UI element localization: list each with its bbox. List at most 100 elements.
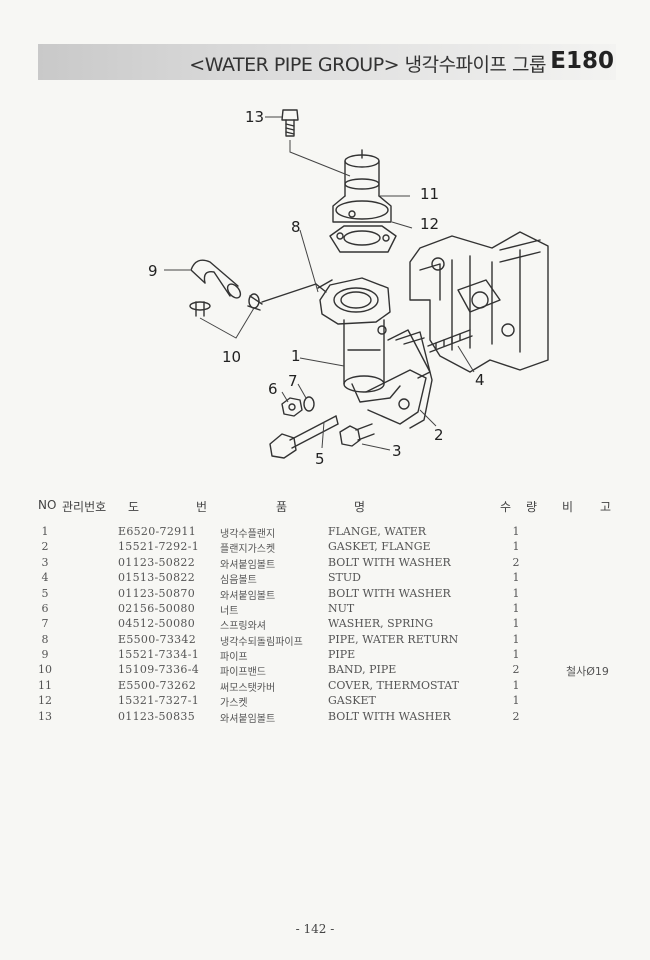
bolt-13-drawing — [281, 109, 299, 137]
row-english-name: BOLT WITH WASHER — [328, 587, 451, 600]
callout-8: 8 — [291, 218, 301, 236]
row-qty: 1 — [512, 648, 520, 661]
row-part-no: 01123-50870 — [118, 587, 196, 600]
thermostat-cover-drawing — [332, 149, 392, 223]
pipe-band-drawing — [189, 293, 263, 317]
row-qty: 1 — [512, 633, 520, 646]
row-english-name: BOLT WITH WASHER — [328, 710, 451, 723]
row-english-name: PIPE — [328, 648, 356, 661]
callout-9: 9 — [148, 262, 158, 280]
col-header-rem-2: 고 — [600, 500, 612, 514]
row-no: 12 — [38, 694, 52, 707]
callout-1: 1 — [291, 347, 301, 365]
row-no: 5 — [41, 587, 49, 600]
row-english-name: FLANGE, WATER — [328, 525, 427, 538]
nut-washer-drawing — [281, 396, 315, 417]
table-row: 1 E6520-72911 냉각수플랜지 FLANGE, WATER 1 — [0, 525, 650, 540]
section-code: E180 — [550, 48, 614, 74]
row-korean-name: 너트 — [220, 606, 239, 617]
table-row: 10 15109-7336-4 파이프밴드 BAND, PIPE 2 철사Ø19 — [0, 663, 650, 678]
row-qty: 2 — [512, 710, 520, 723]
table-row: 11 E5500-73262 써모스탯카버 COVER, THERMOSTAT … — [0, 679, 650, 694]
col-header-kr-1: 도 — [128, 500, 140, 514]
callout-3: 3 — [392, 442, 402, 460]
table-row: 8 E5500-73342 냉각수되돌림파이프 PIPE, WATER RETU… — [0, 633, 650, 648]
row-english-name: BOLT WITH WASHER — [328, 556, 451, 569]
col-header-no: NO — [38, 498, 57, 512]
row-qty: 1 — [512, 694, 520, 707]
row-part-no: E6520-72911 — [118, 525, 197, 538]
callout-7: 7 — [288, 372, 298, 390]
row-part-no: 15521-7334-1 — [118, 648, 200, 661]
row-korean-name: 파이프 — [220, 652, 248, 663]
row-part-no: 01513-50822 — [118, 571, 196, 584]
row-part-no: 15521-7292-1 — [118, 540, 200, 553]
row-part-no: 01123-50822 — [118, 556, 196, 569]
row-korean-name: 가스켓 — [220, 698, 248, 709]
header-band — [38, 44, 616, 80]
row-english-name: GASKET — [328, 694, 376, 707]
row-part-no: 15109-7336-4 — [118, 663, 200, 676]
flange-gasket-drawing — [395, 331, 433, 429]
row-english-name: STUD — [328, 571, 361, 584]
callout-11: 11 — [420, 185, 439, 203]
table-row: 9 15521-7334-1 파이프 PIPE 1 — [0, 648, 650, 663]
col-header-kr-2: 번 — [196, 500, 208, 514]
row-no: 8 — [41, 633, 49, 646]
col-header-name-2: 명 — [354, 500, 366, 514]
row-qty: 1 — [512, 602, 520, 615]
row-no: 7 — [41, 617, 49, 630]
col-header-qty-2: 량 — [526, 500, 538, 514]
row-no: 11 — [38, 679, 52, 692]
page-number: - 142 - — [295, 922, 335, 936]
callout-10: 10 — [222, 348, 241, 366]
row-korean-name: 스프링와셔 — [220, 621, 266, 632]
row-english-name: GASKET, FLANGE — [328, 540, 431, 553]
engine-block-drawing — [409, 231, 549, 373]
table-row: 7 04512-50080 스프링와셔 WASHER, SPRING 1 — [0, 617, 650, 632]
table-row: 13 01123-50835 와셔붙임볼트 BOLT WITH WASHER 2 — [0, 710, 650, 725]
table-row: 5 01123-50870 와셔붙임볼트 BOLT WITH WASHER 1 — [0, 587, 650, 602]
row-no: 6 — [41, 602, 49, 615]
row-part-no: 04512-50080 — [118, 617, 196, 630]
col-header-part-no: 관리번호 — [62, 500, 107, 514]
table-row: 2 15521-7292-1 플랜지가스켓 GASKET, FLANGE 1 — [0, 540, 650, 555]
callout-6: 6 — [268, 380, 278, 398]
row-part-no: 15321-7327-1 — [118, 694, 200, 707]
water-return-pipe-drawing — [261, 279, 333, 303]
row-qty: 2 — [512, 556, 520, 569]
row-part-no: 02156-50080 — [118, 602, 196, 615]
row-korean-name: 와셔붙임볼트 — [220, 591, 276, 602]
row-qty: 1 — [512, 617, 520, 630]
row-no: 13 — [38, 710, 52, 723]
row-english-name: PIPE, WATER RETURN — [328, 633, 459, 646]
callout-13: 13 — [245, 108, 264, 126]
row-korean-name: 써모스탯카버 — [220, 683, 276, 694]
table-row: 4 01513-50822 심음볼트 STUD 1 — [0, 571, 650, 586]
row-korean-name: 플랜지가스켓 — [220, 544, 276, 555]
row-english-name: WASHER, SPRING — [328, 617, 434, 630]
row-no: 1 — [41, 525, 49, 538]
table-row: 6 02156-50080 너트 NUT 1 — [0, 602, 650, 617]
bolt-5-drawing — [269, 415, 339, 459]
stud-drawing — [427, 329, 473, 353]
row-korean-name: 냉각수되돌림파이프 — [220, 637, 303, 648]
callout-12: 12 — [420, 215, 439, 233]
row-qty: 1 — [512, 587, 520, 600]
callout-2: 2 — [434, 426, 444, 444]
row-english-name: BAND, PIPE — [328, 663, 397, 676]
row-qty: 1 — [512, 571, 520, 584]
row-english-name: COVER, THERMOSTAT — [328, 679, 459, 692]
col-header-rem-1: 비 — [562, 500, 574, 514]
water-flange-drawing — [319, 277, 431, 425]
col-header-qty-1: 수 — [500, 500, 512, 514]
row-qty: 1 — [512, 679, 520, 692]
row-qty: 1 — [512, 525, 520, 538]
row-part-no: E5500-73262 — [118, 679, 197, 692]
row-korean-name: 파이프밴드 — [220, 667, 266, 678]
page-title: <WATER PIPE GROUP> 냉각수파이프 그룹 — [189, 54, 546, 76]
row-korean-name: 심음볼트 — [220, 575, 257, 586]
callout-5: 5 — [315, 450, 325, 468]
col-header-name-1: 품 — [276, 500, 288, 514]
pipe-9-drawing — [190, 259, 242, 299]
